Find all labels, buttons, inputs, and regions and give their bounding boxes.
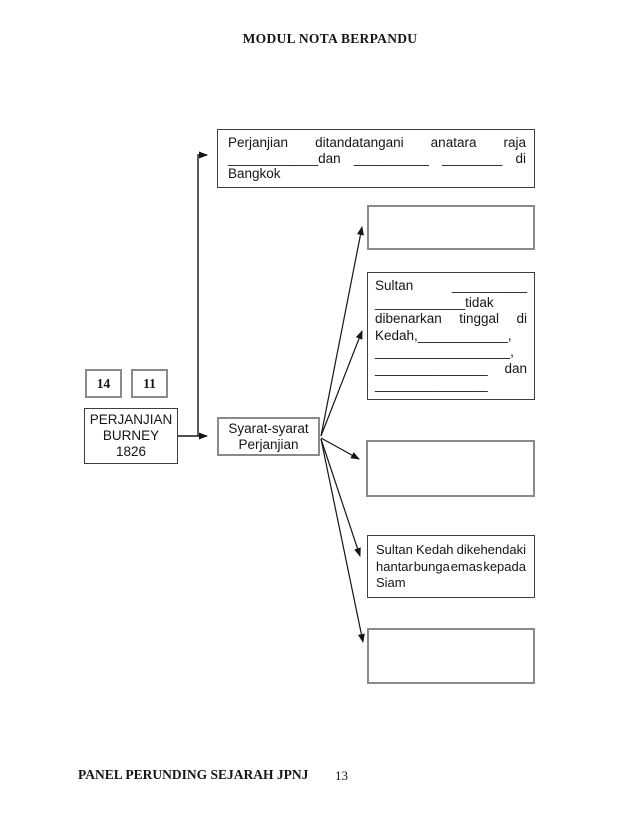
ref-number: 14 xyxy=(96,375,111,391)
answer-box-3 xyxy=(367,628,535,684)
arrow-syarat-to-box1 xyxy=(320,226,364,437)
arrow-syarat-to-box3 xyxy=(320,437,360,460)
page-number: 13 xyxy=(335,768,348,783)
ref-box-11: 11 xyxy=(131,369,168,398)
footer-text: PANEL PERUNDING SEJARAH JPNJ xyxy=(78,767,309,782)
arrow-syarat-to-kedah-box xyxy=(320,438,361,557)
text-line: PERJANJIAN xyxy=(89,412,173,427)
text-line: _______________ xyxy=(375,377,488,392)
sultan-restriction-box: Sultan__________ ____________tidak diben… xyxy=(367,272,535,400)
text-line: BURNEY xyxy=(102,428,160,443)
text-line: Sultan__________ xyxy=(375,278,527,293)
syarat-syarat-box: Syarat-syarat Perjanjian xyxy=(217,417,320,456)
text-line: Syarat-syarat xyxy=(228,421,309,436)
text-line: Bangkok xyxy=(228,166,281,181)
arrow-syarat-to-box5 xyxy=(320,438,365,643)
perjanjian-burney-box: PERJANJIAN BURNEY 1826 xyxy=(84,408,178,464)
text-line: __________________, xyxy=(375,344,514,359)
arrow-burney-to-topbox xyxy=(197,151,208,436)
text-line: Perjanjian xyxy=(238,437,299,452)
text-line: 1826 xyxy=(115,444,147,459)
answer-box-2 xyxy=(366,440,535,497)
answer-box-1 xyxy=(367,205,535,250)
ref-number: 11 xyxy=(143,375,156,391)
text-line: ____________dan__________________di xyxy=(228,150,526,166)
text-line: Kedah,____________, xyxy=(375,327,512,343)
ref-box-14: 14 xyxy=(85,369,122,398)
text-line: Siam xyxy=(376,575,406,590)
page-header: MODUL NOTA BERPANDU xyxy=(242,31,418,46)
arrow-syarat-to-sultan-box xyxy=(320,330,363,437)
text-line: ____________tidak xyxy=(375,294,494,310)
text-line: _______________dan xyxy=(375,360,527,376)
